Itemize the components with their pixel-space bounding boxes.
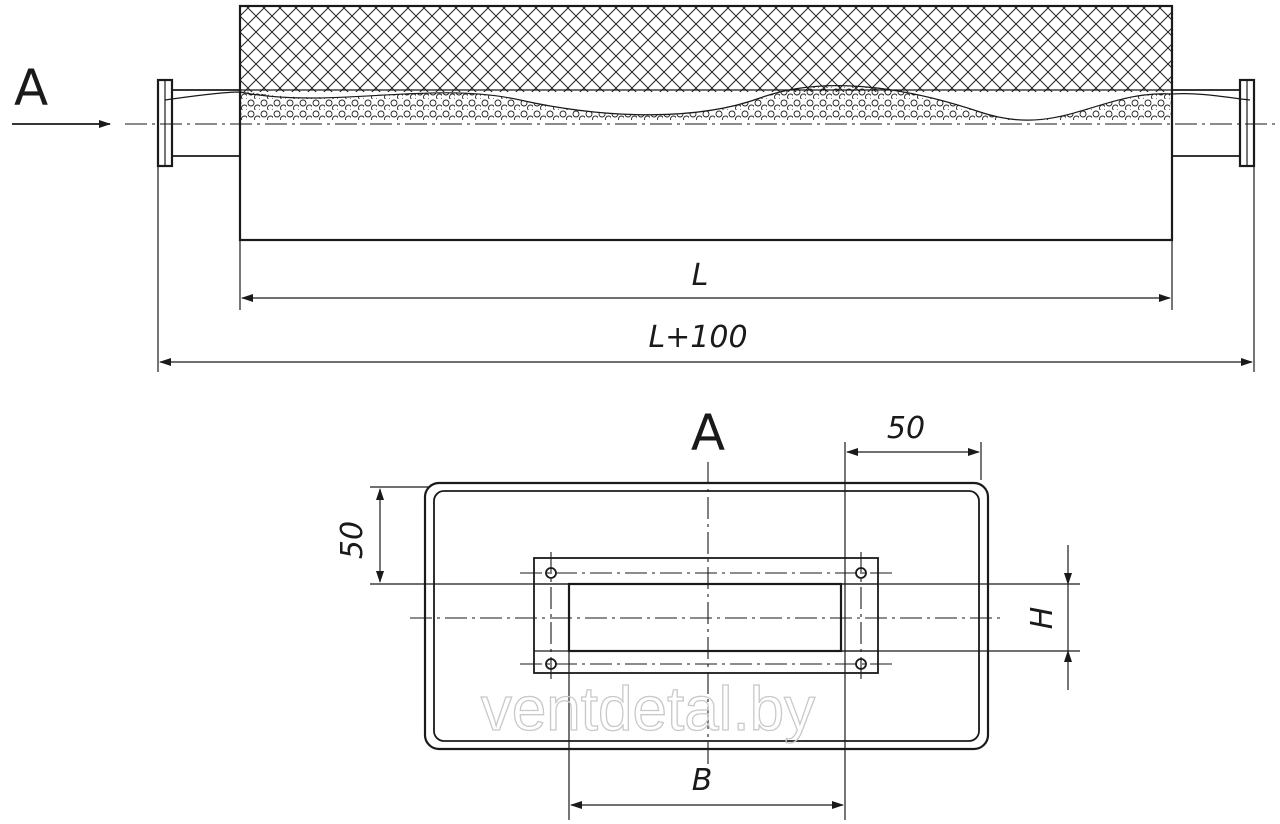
insulation-hatch: [240, 6, 1172, 92]
watermark: ventdetal.by: [481, 675, 815, 744]
dim-label-h: H: [1025, 607, 1060, 630]
left-flange: [156, 78, 240, 168]
view-a-label-side: A: [14, 59, 48, 117]
right-flange: [1172, 78, 1256, 168]
silencer-casing: [238, 4, 1174, 242]
dim-label-l-plus-100: L+100: [648, 320, 747, 355]
dim-label-b: B: [692, 763, 713, 798]
side-view: A L: [12, 4, 1275, 372]
section-view-a: A 50 50: [335, 404, 1080, 820]
dim-label-50-left: 50: [335, 521, 370, 559]
dim-label-50-top: 50: [887, 411, 925, 446]
view-a-label-section: A: [691, 404, 725, 462]
dim-label-l: L: [692, 258, 709, 293]
section-flange-plate: [533, 557, 879, 674]
section-outer-casing: [423, 481, 990, 751]
perforation-wave-line: [164, 85, 1251, 121]
section-inner-casing: [433, 490, 980, 742]
